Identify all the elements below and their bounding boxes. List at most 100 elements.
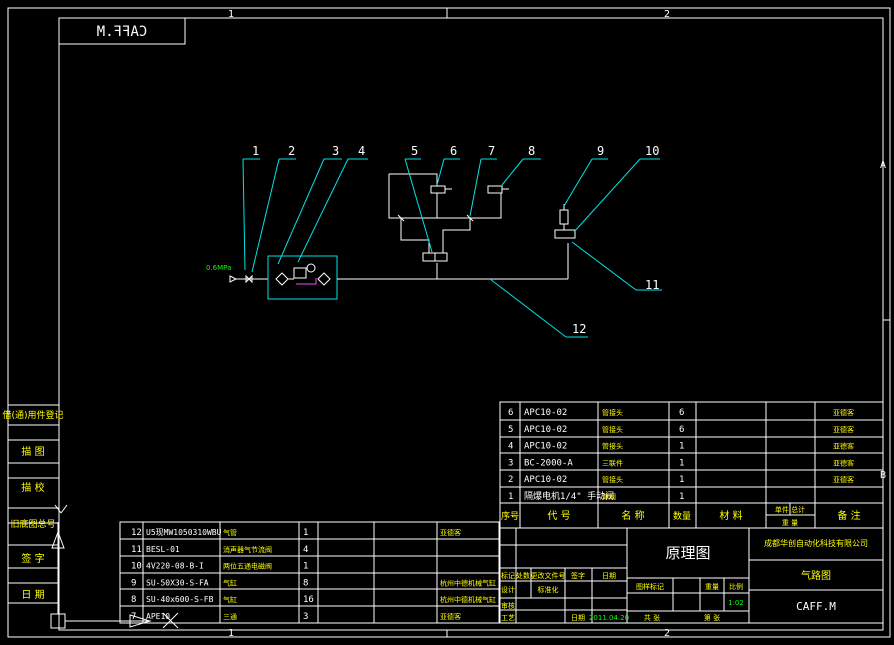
- ucs-y-mark-1: [54, 504, 62, 514]
- pipe-b: [436, 193, 471, 253]
- bom-right-qty: 1: [679, 492, 684, 502]
- pressure-label: 0.6MPa: [206, 264, 231, 272]
- side-label-2: 描 校: [21, 481, 44, 494]
- bom-left-code: 4V220-08-B-I: [146, 562, 204, 571]
- side-label-1: 描 图: [21, 445, 44, 458]
- leader-11: [571, 241, 637, 291]
- regulator-icon: [293, 267, 307, 279]
- bom-left-remark: 杭州中德机械气缸: [440, 595, 496, 604]
- bom-header-remark: 备 注: [837, 509, 860, 522]
- bom-left-no: 10: [131, 562, 142, 572]
- bom-right-name: 管接头: [602, 442, 623, 451]
- balloon-5: 5: [411, 144, 418, 158]
- bom-left-code: SU-50X30-S-FA: [146, 578, 209, 587]
- tb-date-label-2: 日期: [571, 614, 585, 622]
- ucs-axis-icon: [50, 504, 179, 629]
- leader-7: [469, 158, 482, 217]
- bom-left-qty: 8: [303, 578, 308, 588]
- title-block: 标记 处数 更改文件号 签字 日期 设计 标准化 审核 工艺 日期 2011.0…: [499, 527, 884, 624]
- tb-sign: 签字: [571, 571, 585, 580]
- bom-right-name: 管接头: [602, 425, 623, 434]
- ucs-x-mark-2: [162, 612, 179, 629]
- side-label-0: 借(通)用件登记: [2, 409, 63, 421]
- bom-left-no: 11: [131, 545, 142, 555]
- ucs-origin-box: [50, 613, 66, 629]
- bom-header-code: 代 号: [547, 510, 570, 522]
- balloon-11: 11: [645, 278, 659, 292]
- side-label-4: 签 字: [21, 552, 44, 565]
- bom-right-no: 1: [508, 492, 513, 502]
- bom-left-code: U5现MW1050310WBU: [146, 528, 222, 537]
- bom-right-qty: 1: [679, 475, 684, 485]
- leader-lines: [242, 158, 662, 338]
- bom-left-name: 气管: [223, 528, 237, 537]
- leader-6: [436, 158, 445, 186]
- bom-left-no: 9: [131, 578, 136, 588]
- tb-scale-label: 比例: [729, 582, 743, 591]
- bom-right-code: APC10-02: [524, 442, 567, 452]
- outer-border: [7, 7, 891, 638]
- bom-right-qty: 1: [679, 442, 684, 452]
- leader-5: [404, 158, 433, 253]
- bom-right-code: APC10-02: [524, 475, 567, 485]
- bom-right-code: APC10-02: [524, 425, 567, 435]
- balloon-10: 10: [645, 144, 659, 158]
- bom-left-code: BESL-01: [146, 545, 180, 554]
- lubricator-icon: [317, 272, 331, 286]
- filter-icon: [275, 272, 289, 286]
- pipe-loop-left: [388, 174, 401, 219]
- frl-unit-box: [267, 255, 338, 300]
- bom-header-weight: 单件 总计: [775, 505, 805, 514]
- bom-right-name: 管接头: [602, 475, 623, 484]
- balloon-2: 2: [288, 144, 295, 158]
- zone-side-a: A: [880, 160, 886, 171]
- tb-company: 成都华创自动化科技有限公司: [764, 538, 868, 548]
- pipe-a: [400, 218, 430, 253]
- bom-left-qty: 3: [303, 612, 308, 622]
- code-box: [58, 17, 186, 45]
- bom-right-name: 球阀: [602, 492, 616, 501]
- bom-header-name: 名 称: [621, 509, 644, 522]
- leader-2: [251, 158, 280, 273]
- tee-mark-1: [397, 214, 405, 222]
- bom-left-remark: 亚德客: [440, 528, 461, 537]
- bom-right-remark: 亚德客: [833, 408, 854, 417]
- balloon-7: 7: [488, 144, 495, 158]
- gauge-icon: [306, 263, 316, 273]
- leader-8: [501, 158, 524, 186]
- bom-left-name: 消声器气节流阀: [223, 545, 272, 554]
- bom-header-weight-sub: 重 量: [782, 519, 798, 527]
- bom-right-no: 3: [508, 458, 513, 468]
- bom-left-remark: 杭州中德机械气缸: [440, 578, 496, 587]
- ucs-y-mark-2: [60, 504, 68, 514]
- zone-top-2: 2: [664, 9, 670, 20]
- bom-right-remark: 亚德客: [833, 442, 854, 451]
- leader-3: [277, 158, 325, 265]
- tb-sheet: 第 张: [704, 613, 720, 622]
- tb-drawing-name: 气路图: [801, 569, 831, 582]
- zone-top-1: 1: [228, 9, 234, 20]
- balloon-6: 6: [450, 144, 457, 158]
- pipe-c: [470, 193, 502, 219]
- tb-scale: 1:02: [728, 599, 744, 607]
- solenoid-valve-2: [554, 229, 576, 239]
- cylinder-3: [559, 209, 569, 225]
- pneumatic-schematic: 0.6MPa: [206, 173, 576, 300]
- pipe-loop-top: [389, 173, 438, 186]
- leader-9: [563, 158, 593, 207]
- tb-mark: 标记: [501, 571, 515, 580]
- bom-right-remark: 亚德客: [833, 458, 854, 467]
- tb-review: 审核: [501, 601, 515, 610]
- tb-drawing-no: CAFF.M: [796, 600, 836, 613]
- side-label-5: 日 期: [21, 589, 44, 601]
- side-strip-frame: [7, 404, 60, 604]
- tb-pattern-mark: 图样标记: [636, 582, 664, 591]
- bom-left-no: 12: [131, 528, 142, 538]
- side-label-3: 旧底图总号: [10, 518, 55, 530]
- bom-right-no: 4: [508, 442, 513, 452]
- tb-process: 工艺: [501, 614, 515, 622]
